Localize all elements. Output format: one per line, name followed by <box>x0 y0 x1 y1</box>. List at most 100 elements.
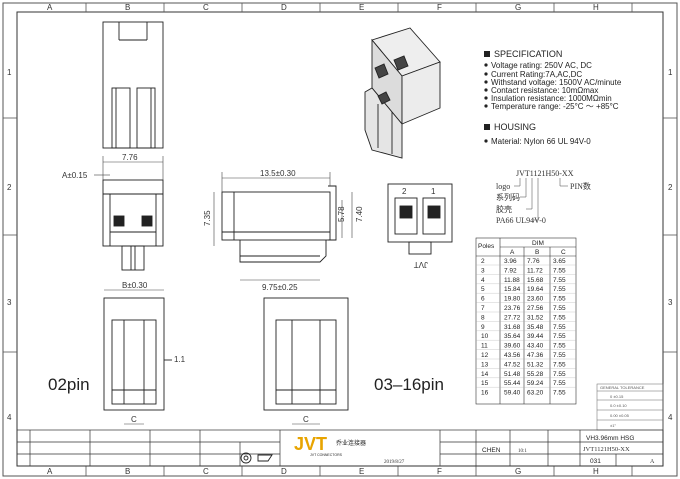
title-block-grid <box>16 429 664 467</box>
title-sheet: 031 <box>590 458 601 465</box>
table-cell-dim: 7.55 <box>553 361 566 368</box>
table-cell-dim: 7.55 <box>553 333 566 340</box>
table-cell-dim: 27.72 <box>504 314 521 321</box>
table-cell-dim: 15.84 <box>504 286 521 293</box>
table-cell-dim: 47.36 <box>527 352 544 359</box>
table-cell-dim: 7.55 <box>553 380 566 387</box>
spec-line: Insulation resistance: 1000MΩmin <box>491 94 612 103</box>
table-cell-dim: 63.20 <box>527 390 544 397</box>
housing-material: Material: Nylon 66 UL 94V-0 <box>491 137 591 146</box>
top-view <box>102 21 164 149</box>
zone-row-label: 1 <box>668 68 673 77</box>
dim-c-left: C <box>131 415 137 424</box>
part-code-pin: PIN数 <box>570 181 591 191</box>
table-cell-dim: 7.76 <box>527 258 540 265</box>
dim-c-right: C <box>303 415 309 424</box>
table-cell-poles: 16 <box>481 390 489 397</box>
part-code: JVT1121H50-XX <box>516 169 574 178</box>
table-cell-dim: 7.55 <box>553 296 566 303</box>
table-cell-poles: 4 <box>481 277 485 284</box>
table-cell-dim: 11.88 <box>504 277 520 284</box>
face-jvt-mark: JVT <box>414 260 428 269</box>
table-cell-dim: 43.40 <box>527 343 544 350</box>
table-cell-dim: 7.55 <box>553 352 566 359</box>
table-cell-poles: 6 <box>481 296 485 303</box>
zone-row-label: 3 <box>668 298 673 307</box>
face-pin-1: 1 <box>431 187 436 196</box>
spec-line: Temperature range: -25°C ～ +85°C <box>491 102 619 111</box>
spec-line: Current Rating:7A,AC,DC <box>491 70 582 79</box>
part-code-series: 系列码 <box>496 192 520 202</box>
table-cell-dim: 55.28 <box>527 371 544 378</box>
table-cell-dim: 7.55 <box>553 343 566 350</box>
table-cell-poles: 13 <box>481 361 489 368</box>
table-cell-poles: 10 <box>481 333 489 340</box>
tolerance-line: 0.00 ±0.05 <box>610 413 630 418</box>
dim-b: B±0.30 <box>122 281 148 290</box>
table-cell-poles: 14 <box>481 371 489 378</box>
table-cell-dim: 27.56 <box>527 305 544 312</box>
zone-row-label: 1 <box>7 68 12 77</box>
isometric-view <box>364 27 441 159</box>
tolerance-title: GENERAL TOLERANCE <box>600 385 645 390</box>
table-cell-dim: 23.60 <box>527 296 544 303</box>
table-cell-dim: 39.44 <box>527 333 544 340</box>
part-code-leaders <box>514 178 568 221</box>
zone-row-label: 3 <box>7 298 12 307</box>
face-view <box>387 183 453 255</box>
table-cell-dim: 7.55 <box>553 371 566 378</box>
table-cell-poles: 15 <box>481 380 489 387</box>
table-cell-dim: 15.68 <box>527 277 544 284</box>
part-code-shell: 胶壳 <box>496 204 512 214</box>
face-pin-2: 2 <box>402 187 407 196</box>
projection-symbol <box>240 452 273 464</box>
zone-col-label: G <box>515 467 521 476</box>
jvt-logo-cn: 乔业连接器 <box>336 439 366 447</box>
housing-title: HOUSING <box>494 122 536 132</box>
table-cell-dim: 31.68 <box>504 324 521 331</box>
table-cell-dim: 7.92 <box>504 267 517 274</box>
spec-title: SPECIFICATION <box>494 49 562 59</box>
table-cell-dim: 39.60 <box>504 343 521 350</box>
front-view <box>102 179 164 271</box>
table-cell-poles: 5 <box>481 286 485 293</box>
table-cell-dim: 7.55 <box>553 286 566 293</box>
side-view <box>221 185 337 263</box>
spec-line: Withstand voltage: 1500V AC/minute <box>491 78 622 87</box>
pin-label-2pin: 02pin <box>48 375 90 394</box>
zone-col-label: A <box>47 467 53 476</box>
part-code-material: PA66 UL94V-0 <box>496 216 546 225</box>
table-cell-dim: 59.24 <box>527 380 544 387</box>
zone-row-label: 4 <box>668 413 673 422</box>
spec-line: Voltage rating: 250V AC, DC <box>491 61 592 70</box>
table-cell-poles: 3 <box>481 267 485 274</box>
table-cell-dim: 7.55 <box>553 277 566 284</box>
tolerance-line: 0 ±0.15 <box>610 394 624 399</box>
dim-h2: 5.78 <box>337 206 346 222</box>
table-header-a: A <box>510 249 515 256</box>
table-cell-dim: 19.80 <box>504 296 521 303</box>
title-scale: 10:1 <box>518 449 527 454</box>
dim-small: 1.1 <box>174 355 186 364</box>
table-cell-poles: 12 <box>481 352 489 359</box>
title-code: JVT1121H50-XX <box>583 446 630 453</box>
table-cell-dim: 7.55 <box>553 267 566 274</box>
tolerance-box <box>596 383 664 431</box>
table-cell-dim: 55.44 <box>504 380 521 387</box>
zone-col-label: H <box>593 3 599 12</box>
title-drawer: CHEN <box>482 447 501 454</box>
table-cell-dim: 7.55 <box>553 324 566 331</box>
jvt-logo-en: JVT CONNECTORS <box>310 453 343 457</box>
dim-a: A±0.15 <box>62 171 88 180</box>
title-rev: A <box>650 459 655 465</box>
dim-bottom-width: 9.75±0.25 <box>262 283 298 292</box>
zone-col-label: F <box>437 3 442 12</box>
dim-top-width: 7.76 <box>122 153 138 162</box>
zone-col-label: G <box>515 3 521 12</box>
zone-col-label: B <box>125 3 130 12</box>
table-cell-dim: 7.55 <box>553 390 566 397</box>
table-cell-poles: 7 <box>481 305 485 312</box>
table-cell-dim: 51.48 <box>504 371 521 378</box>
